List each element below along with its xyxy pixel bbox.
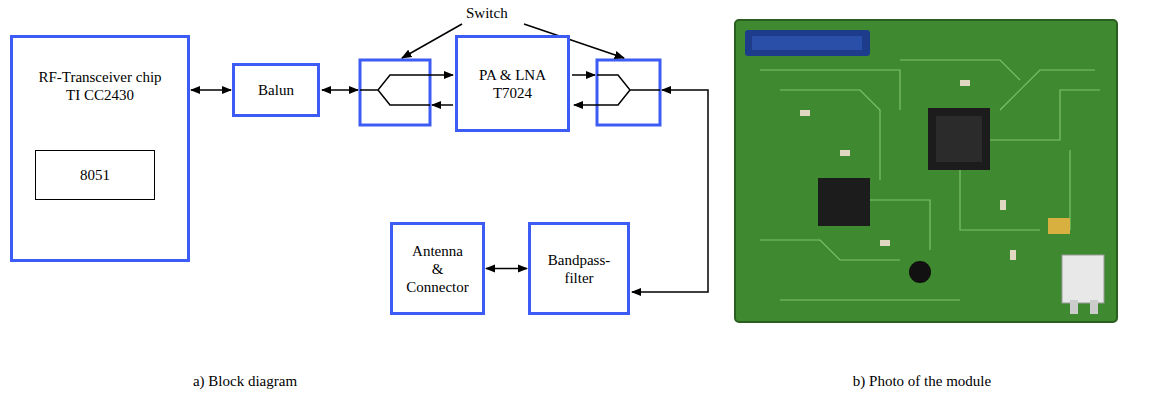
signal-arrow [486,268,527,270]
signal-arrow [191,89,231,91]
block-label: RF-Transceiver chip TI CC2430 [38,68,163,104]
transceiver-chip: RF-Transceiver chip TI CC2430 8051 [10,35,190,262]
module-photo [735,20,1117,322]
block-label: Antenna & Connector [406,242,468,296]
signal-wires [322,24,708,292]
balun-block: Balun [232,63,320,117]
block-label: Balun [258,81,294,99]
figure-caption: a) Block diagram [193,372,297,390]
block-label: PA & LNA T7024 [473,66,553,102]
amplifier-block: PA & LNA T7024 [455,35,570,132]
figure-caption: b) Photo of the module [853,372,991,390]
block-label: 8051 [80,166,110,184]
antenna-block: Antenna & Connector [390,222,485,315]
switch-label: Switch [466,4,508,22]
switch-left [360,60,430,125]
block-label: Bandpass- filter [539,251,619,287]
filter-block: Bandpass- filter [528,222,630,315]
switch-right [597,60,660,125]
mcu-core: 8051 [35,150,155,200]
